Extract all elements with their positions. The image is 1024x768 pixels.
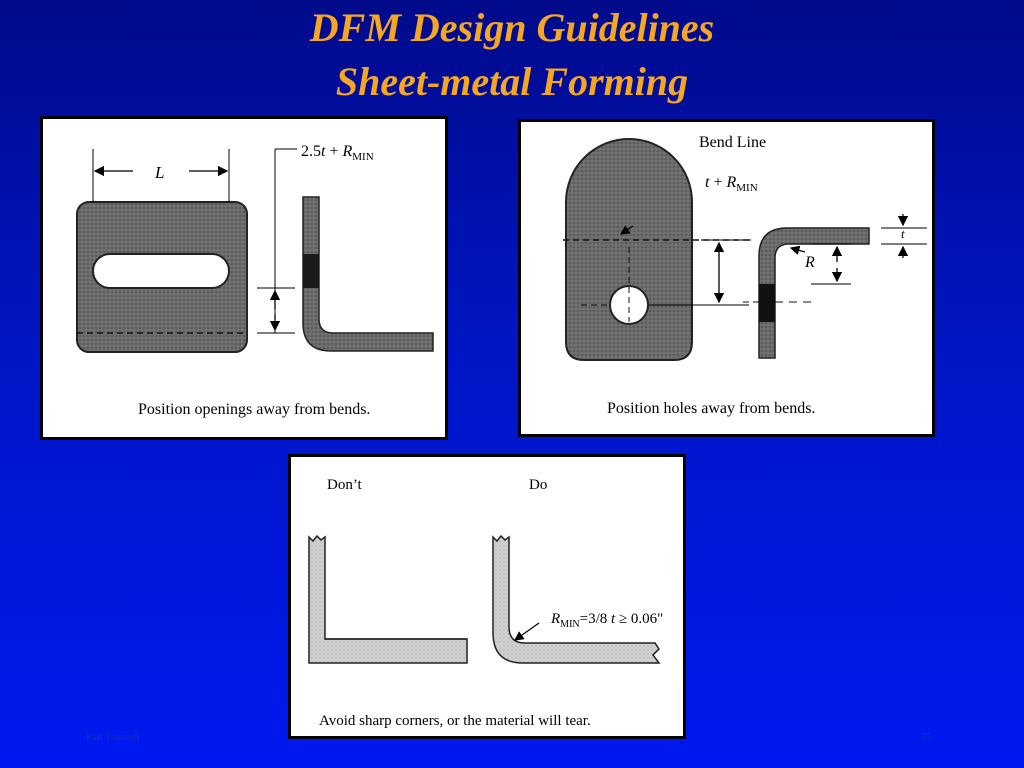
rule-r: R	[551, 611, 561, 627]
rule-t: t	[611, 611, 616, 627]
length-label: L	[155, 163, 165, 182]
holes-diagram	[563, 138, 927, 361]
offset-dimension-label: 2.5t + RMIN	[301, 143, 374, 163]
corners-caption: Avoid sharp corners, or the material wil…	[319, 713, 591, 729]
min-radius-rule: RMIN=3/8 t ≥ 0.06"	[551, 611, 663, 630]
do-label: Do	[529, 477, 548, 493]
dim-prefix: 2.5	[301, 143, 321, 160]
dont-label: Don’t	[327, 477, 362, 493]
dim-sub: MIN	[736, 182, 758, 195]
rule-sub: MIN	[560, 619, 580, 630]
dim-sub: MIN	[352, 151, 374, 164]
sharp-corner-part	[308, 534, 468, 664]
corners-diagram-panel: Don’t Do RMIN=3/8 t ≥ 0.06" Avoid sharp …	[288, 454, 686, 739]
dim-plus: +	[325, 143, 343, 160]
rounded-corner-part	[492, 534, 661, 664]
dim-r: R	[342, 143, 353, 160]
hole	[609, 285, 649, 325]
slide-title-line1: DFM Design Guidelines	[309, 5, 715, 50]
dim-t: t	[705, 174, 710, 191]
slot-opening	[92, 253, 230, 289]
rule-ratio: =3/8	[579, 611, 612, 627]
bend-line-label: Bend Line	[699, 134, 767, 151]
openings-diagram-panel: L 2.5t + RMIN Position openings away fro…	[40, 116, 448, 440]
corners-diagram	[308, 534, 661, 664]
dim-t: t	[321, 143, 326, 160]
holes-diagram-panel: Bend Line t + RMIN R t Position holes aw…	[518, 119, 935, 437]
rule-limit: ≥ 0.06"	[615, 611, 664, 627]
opening-marker	[303, 254, 319, 288]
hole-marker	[759, 284, 775, 322]
footer-author: Ken Youssefi	[86, 732, 140, 743]
bent-profile	[758, 227, 870, 359]
holes-caption: Position holes away from bends.	[607, 400, 816, 417]
openings-diagram	[76, 148, 434, 353]
footer-page-number: 35	[922, 732, 932, 743]
hole-offset-label: t + RMIN	[705, 174, 758, 194]
openings-caption: Position openings away from bends.	[138, 401, 371, 418]
radius-label: R	[805, 254, 815, 271]
bent-profile	[302, 196, 434, 352]
dim-plus: +	[709, 174, 727, 191]
dim-r: R	[726, 174, 737, 191]
thickness-label: t	[901, 226, 905, 241]
slide-title-line2: Sheet-metal Forming	[335, 59, 689, 104]
